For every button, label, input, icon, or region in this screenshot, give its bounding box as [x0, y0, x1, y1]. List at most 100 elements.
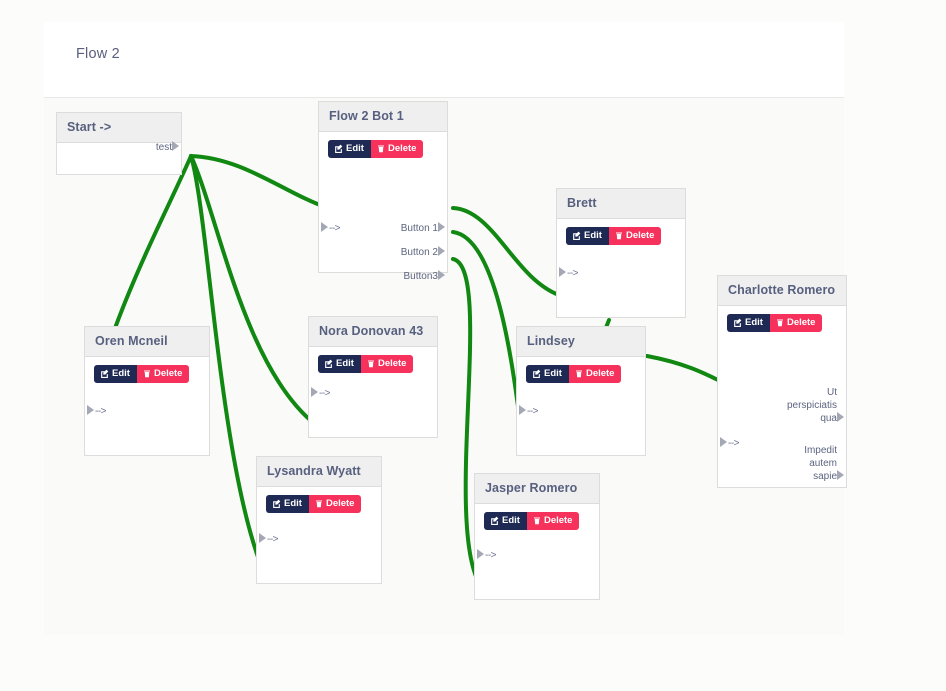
- trash-icon: [377, 144, 385, 153]
- node-body-flow2bot1: Edit Delete: [319, 132, 447, 158]
- output-port-flow2bot1-0[interactable]: Button 1: [400, 222, 445, 235]
- delete-button[interactable]: Delete: [136, 365, 190, 383]
- edit-button-label: Edit: [346, 143, 364, 154]
- edit-icon: [334, 144, 343, 154]
- node-title-flow2bot1: Flow 2 Bot 1: [319, 102, 447, 132]
- input-port-lysandra-0[interactable]: -->: [259, 533, 279, 546]
- port-arrow-icon: [438, 270, 445, 280]
- input-port-nora-0[interactable]: -->: [311, 387, 331, 400]
- input-port-label: -->: [567, 268, 579, 279]
- input-port-label: -->: [485, 550, 497, 561]
- port-arrow-icon: [259, 533, 266, 543]
- wire-group: [85, 154, 722, 585]
- edit-button[interactable]: Edit: [727, 314, 770, 332]
- output-port-flow2bot1-2[interactable]: Button3: [404, 270, 445, 283]
- delete-button[interactable]: Delete: [526, 512, 580, 530]
- page-title: Flow 2: [76, 46, 120, 62]
- port-arrow-icon: [321, 222, 328, 232]
- edit-button-label: Edit: [584, 230, 602, 241]
- edit-icon: [272, 499, 281, 509]
- edit-button[interactable]: Edit: [484, 512, 527, 530]
- edit-button[interactable]: Edit: [526, 365, 569, 383]
- flow-node-flow2bot1[interactable]: Flow 2 Bot 1 Edit Delete --> Button 1 Button …: [318, 101, 448, 282]
- wire-start-to-flow2bot1: [189, 154, 330, 210]
- edit-button[interactable]: Edit: [94, 365, 137, 383]
- trash-icon: [143, 369, 151, 378]
- input-port-label: -->: [329, 223, 341, 234]
- input-port-jasper-0[interactable]: -->: [477, 549, 497, 562]
- delete-button[interactable]: Delete: [608, 227, 662, 245]
- edit-icon: [100, 369, 109, 379]
- wire-start-to-lysandra: [189, 154, 264, 570]
- delete-button-label: Delete: [786, 317, 816, 328]
- edit-button[interactable]: Edit: [328, 140, 371, 158]
- flow-node-start[interactable]: Start ->test: [56, 112, 182, 175]
- input-port-brett-0[interactable]: -->: [559, 267, 579, 280]
- edit-button[interactable]: Edit: [566, 227, 609, 245]
- delete-button[interactable]: Delete: [769, 314, 823, 332]
- trash-icon: [615, 231, 623, 240]
- delete-button-label: Delete: [153, 368, 183, 379]
- flow-header-card: Flow 2: [44, 22, 844, 97]
- node-body-oren: Edit Delete: [85, 357, 209, 383]
- edit-button-label: Edit: [745, 317, 763, 328]
- delete-button[interactable]: Delete: [308, 495, 362, 513]
- node-title-charlotte: Charlotte Romero: [718, 276, 846, 306]
- connection-wire-layer: [85, 154, 722, 585]
- delete-button-label: Delete: [377, 358, 407, 369]
- input-port-charlotte-0[interactable]: -->: [720, 437, 740, 450]
- edit-button[interactable]: Edit: [266, 495, 309, 513]
- edit-button-label: Edit: [336, 358, 354, 369]
- node-title-brett: Brett: [557, 189, 685, 219]
- input-port-label: -->: [267, 534, 279, 545]
- input-port-lindsey-0[interactable]: -->: [519, 405, 539, 418]
- node-title-start: Start ->: [57, 113, 181, 143]
- node-body-nora: Edit Delete: [309, 347, 437, 373]
- wire-start-to-nora: [189, 154, 318, 427]
- node-body-jasper: Edit Delete: [475, 504, 599, 530]
- node-body-charlotte: Edit Delete: [718, 306, 846, 332]
- output-port-charlotte-0[interactable]: Ut perspiciatis qua: [786, 386, 844, 425]
- delete-button-label: Delete: [387, 143, 417, 154]
- edit-button[interactable]: Edit: [318, 355, 361, 373]
- output-port-flow2bot1-1[interactable]: Button 2: [400, 246, 445, 259]
- node-actions-jasper: Edit Delete: [475, 504, 599, 530]
- port-arrow-icon: [438, 222, 445, 232]
- edit-button-label: Edit: [112, 368, 130, 379]
- trash-icon: [575, 369, 583, 378]
- output-port-label: Button 2: [400, 247, 438, 258]
- edit-icon: [324, 359, 333, 369]
- input-port-flow2bot1-0[interactable]: -->: [321, 222, 341, 235]
- output-port-label: Ut perspiciatis qua: [786, 387, 837, 424]
- input-port-oren-0[interactable]: -->: [87, 405, 107, 418]
- node-actions-brett: Edit Delete: [557, 219, 685, 245]
- output-port-charlotte-1[interactable]: Impedit autem sapie: [804, 444, 844, 483]
- node-actions-charlotte: Edit Delete: [718, 306, 846, 332]
- node-title-jasper: Jasper Romero: [475, 474, 599, 504]
- delete-button-label: Delete: [543, 515, 573, 526]
- delete-button[interactable]: Delete: [568, 365, 622, 383]
- port-arrow-icon: [837, 412, 844, 422]
- output-port-start-0[interactable]: test: [156, 141, 179, 154]
- port-arrow-icon: [311, 387, 318, 397]
- wire-button1-to-brett: [451, 206, 561, 297]
- input-port-label: -->: [728, 438, 740, 449]
- node-title-lindsey: Lindsey: [517, 327, 645, 357]
- delete-button-label: Delete: [325, 498, 355, 509]
- node-actions-nora: Edit Delete: [309, 347, 437, 373]
- delete-button[interactable]: Delete: [360, 355, 414, 373]
- delete-button[interactable]: Delete: [370, 140, 424, 158]
- delete-button-label: Delete: [585, 368, 615, 379]
- output-port-label: Button 1: [400, 223, 438, 234]
- trash-icon: [367, 359, 375, 368]
- port-arrow-icon: [438, 246, 445, 256]
